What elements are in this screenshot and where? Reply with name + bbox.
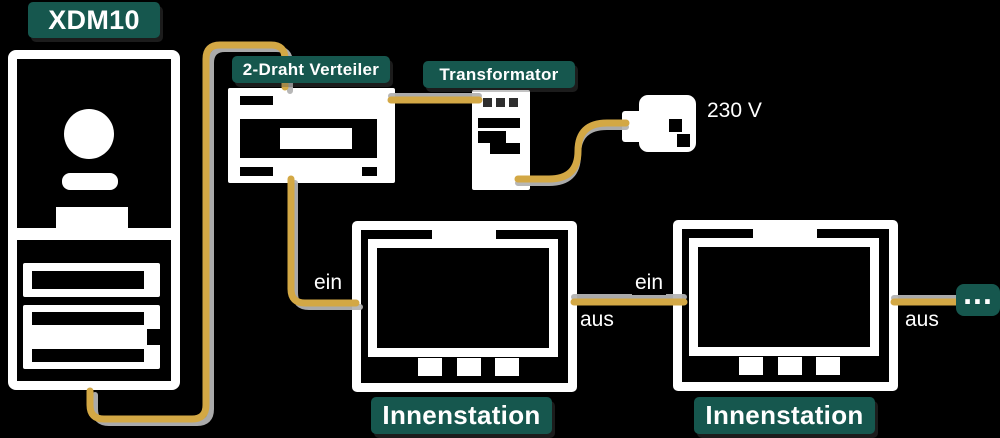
monitor-button <box>739 357 763 375</box>
outdoor-station <box>8 50 180 390</box>
terminal <box>509 98 518 107</box>
monitor-screen <box>368 239 558 357</box>
monitor-button <box>495 358 519 376</box>
terminal <box>483 98 492 107</box>
distributor-module <box>240 119 377 158</box>
module-connector <box>56 207 128 229</box>
station2-out-label: aus <box>902 308 942 332</box>
transformer-box <box>472 90 530 190</box>
terminal-block <box>240 96 273 105</box>
plug-pin-hole <box>669 119 682 132</box>
monitor-button <box>778 357 802 375</box>
nameplate-icon <box>23 263 160 297</box>
station1-in-label: ein <box>311 271 346 295</box>
indoor-station-2-label-badge: Innenstation <box>694 397 875 434</box>
wire-transformer-to-plug-gold <box>514 119 630 183</box>
speaker-icon <box>62 173 118 190</box>
plug-pin-hole <box>677 134 690 147</box>
vent-bar <box>478 131 506 143</box>
vent-bar <box>478 118 520 128</box>
distributor-box <box>228 88 395 183</box>
distributor-label-badge: 2-Draht Verteiler <box>232 56 390 83</box>
bell-button-bar <box>32 349 144 362</box>
station1-out-label: aus <box>577 308 617 332</box>
transformer-label-badge: Transformator <box>423 61 575 88</box>
wire-transformer-to-plug-silver <box>515 124 629 186</box>
terminal-block <box>240 167 273 176</box>
monitor-button <box>457 358 481 376</box>
power-plug-icon <box>639 95 696 152</box>
continuation-badge: ... <box>956 277 1000 316</box>
terminal-block <box>362 167 377 176</box>
bell-button-panel <box>23 305 160 369</box>
indoor-station-monitor-2 <box>673 220 898 391</box>
nameplate-text-bar <box>32 271 144 289</box>
station2-in-label: ein <box>632 271 667 295</box>
monitor-button <box>418 358 442 376</box>
indoor-station-1-label-badge: Innenstation <box>371 397 552 434</box>
voltage-label: 230 V <box>707 99 762 122</box>
indoor-station-monitor-1 <box>352 221 577 392</box>
module-divider <box>8 228 180 240</box>
device-title-badge: XDM10 <box>28 2 160 38</box>
ellipsis-icon: ... <box>963 275 993 311</box>
panel-notch <box>147 329 160 345</box>
vent-bar <box>490 143 520 154</box>
bell-button-bar <box>32 312 144 325</box>
distributor-window <box>280 128 352 149</box>
terminal <box>496 98 505 107</box>
camera-icon <box>64 109 114 159</box>
monitor-button <box>816 357 840 375</box>
monitor-screen <box>689 238 879 356</box>
